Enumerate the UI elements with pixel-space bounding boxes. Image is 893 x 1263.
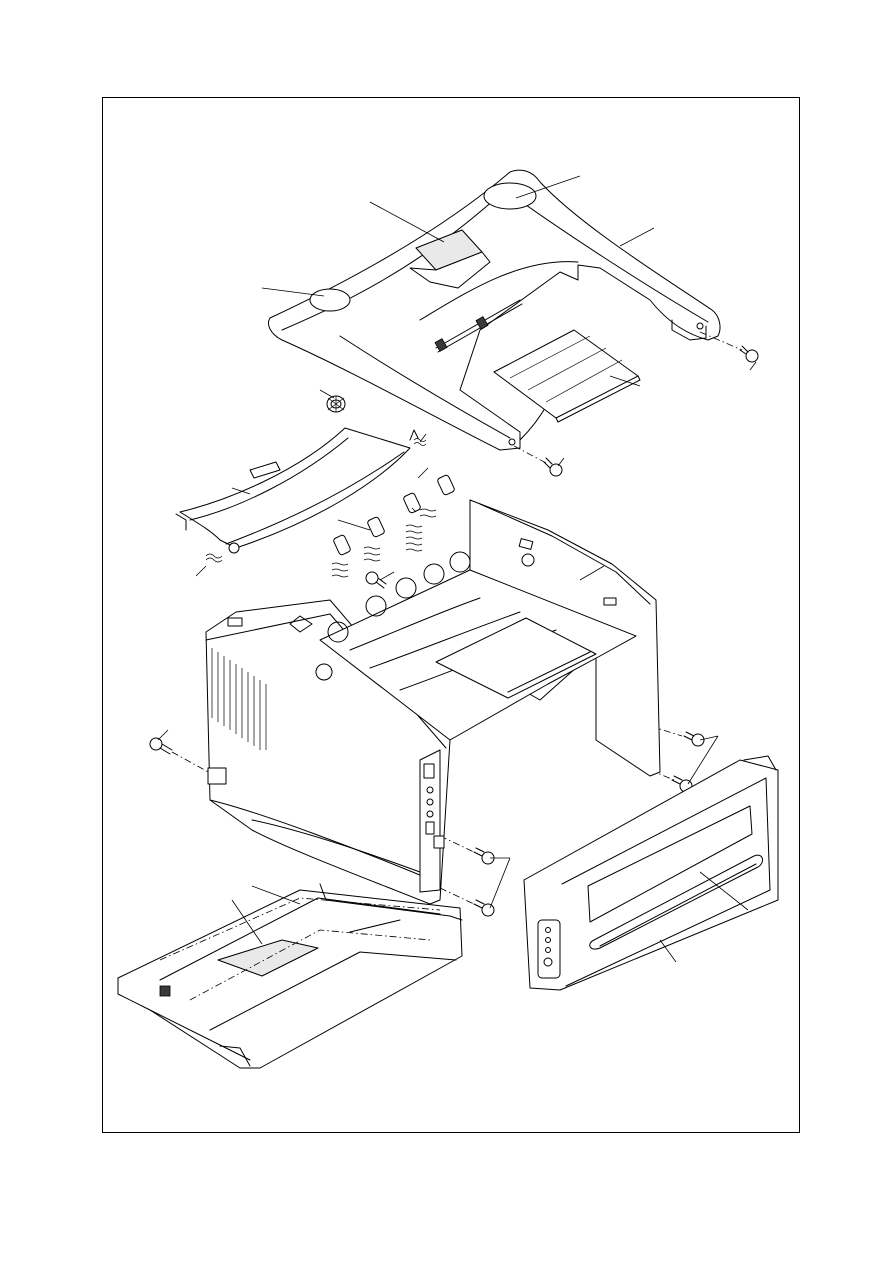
- screw-top-front: [513, 445, 563, 477]
- exit-roller-shaft: [434, 299, 523, 353]
- spring-icon: [205, 438, 427, 563]
- top-cover: [268, 169, 721, 451]
- output-tray-extension: [493, 329, 641, 423]
- side-vent: [211, 648, 267, 750]
- screw-mid: [365, 571, 387, 589]
- top-cover-label: [409, 229, 491, 289]
- screw-front-upper: [439, 835, 495, 865]
- paper-guide: [175, 427, 419, 554]
- leader-lines: [157, 175, 757, 963]
- top-cover-badge-right: [483, 182, 537, 210]
- exit-rollers: [331, 474, 455, 578]
- screw-top-right: [699, 331, 759, 363]
- screw-left-side: [149, 737, 213, 775]
- main-frame-cover: [205, 499, 661, 905]
- front-cover: [523, 755, 779, 991]
- paper-tray: [117, 883, 463, 1069]
- top-cover-badge-left: [309, 288, 351, 312]
- roller-icon: [333, 474, 455, 556]
- screw-front-lower: [439, 887, 495, 917]
- gear-icon: [326, 395, 346, 413]
